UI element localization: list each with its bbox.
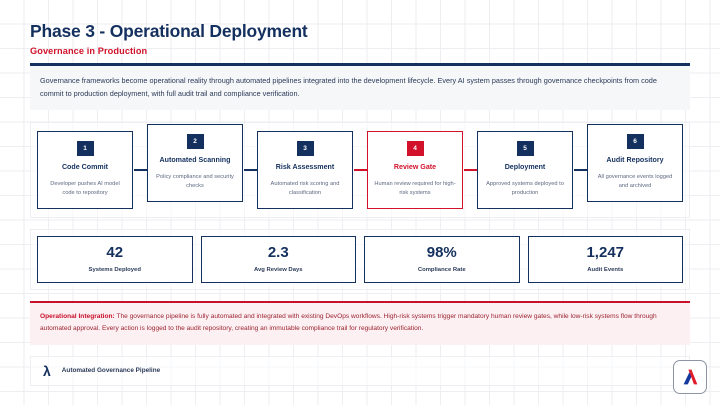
metric-value: 2.3 [267, 244, 289, 262]
pipeline-node-desc: Approved systems deployed to production [486, 180, 564, 197]
footer-bar: λ Automated Governance Pipeline [30, 355, 690, 386]
footer-label: Automated Governance Pipeline [61, 367, 161, 375]
pipeline-node-title: Audit Repository [606, 156, 664, 165]
pipeline-node-badge: 5 [516, 141, 534, 157]
metric-label: Compliance Rate [417, 267, 466, 274]
pipeline-node-desc: All governance events logged and archive… [597, 173, 673, 190]
title-divider [30, 63, 690, 66]
intro-paragraph: Governance frameworks become operational… [30, 65, 690, 111]
pipeline-node-badge: 3 [296, 141, 314, 157]
metric-value: 98% [426, 244, 457, 262]
pipeline-node-desc: Policy compliance and security checks [156, 173, 234, 190]
pipeline-node-title: Deployment [504, 163, 546, 172]
metric-label: Audit Events [587, 267, 624, 274]
pipeline-node-badge: 2 [186, 134, 204, 150]
pipeline-connector [463, 169, 477, 172]
pipeline-node-title: Automated Scanning [159, 156, 231, 165]
brand-logo [673, 360, 707, 394]
page-subtitle: Governance in Production [30, 46, 148, 57]
brand-logo-mark [683, 369, 698, 385]
pipeline-node-title: Risk Assessment [275, 163, 335, 172]
header-block: Phase 3 - Operational Deployment Governa… [30, 21, 690, 111]
pipeline-connector [133, 169, 147, 172]
metric-value: 1,247 [586, 244, 625, 262]
pipeline-node-badge: 1 [76, 141, 94, 157]
pipeline-node-title: Review Gate [393, 163, 437, 172]
metric-label: Avg Review Days [253, 267, 303, 274]
pipeline-node-badge: 4 [406, 141, 424, 157]
pipeline-node-title: Code Commit [61, 163, 109, 172]
pipeline-connector [353, 169, 367, 172]
metric-card[interactable]: 98% Compliance Rate [364, 236, 520, 284]
pipeline-connector [243, 169, 257, 172]
pipeline-node-desc: Automated risk scoring and classificatio… [270, 180, 340, 197]
page-title: Phase 3 - Operational Deployment [30, 21, 308, 41]
callout-text: The governance pipeline is fully automat… [40, 313, 657, 333]
callout-label: Operational Integration: [40, 313, 115, 321]
lambda-icon: λ [43, 362, 51, 379]
pipeline-node-desc: Developer pushes AI model code to reposi… [50, 180, 120, 197]
pipeline-connector [573, 169, 587, 172]
pipeline-node-badge: 6 [626, 134, 644, 150]
metric-label: Systems Deployed [88, 267, 141, 274]
metric-value: 42 [106, 244, 124, 262]
operational-integration-callout: Operational Integration: The governance … [30, 301, 690, 345]
pipeline-node-desc: Human review required for high-risk syst… [374, 180, 456, 197]
